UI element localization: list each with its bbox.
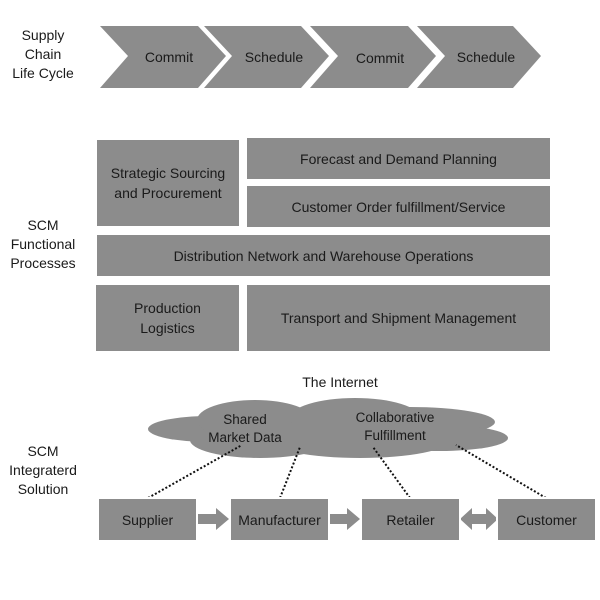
connector-retailer <box>372 446 411 499</box>
box-production: Production Logistics <box>94 283 241 353</box>
arrow-supplier-manufacturer <box>198 508 229 530</box>
box-customer-order: Customer Order fulfillment/Service <box>245 184 552 229</box>
internet-cloud <box>148 398 508 458</box>
chevron-commit-1 <box>100 26 226 88</box>
connector-manufacturer <box>279 446 301 499</box>
chevron-label-schedule-2: Schedule <box>456 49 516 65</box>
node-customer: Customer <box>496 497 597 542</box>
integrated-label: SCM Integraterd Solution <box>9 443 77 497</box>
chevron-label-commit-2: Commit <box>355 50 405 66</box>
node-supplier: Supplier <box>97 497 198 542</box>
box-forecast: Forecast and Demand Planning <box>245 136 552 181</box>
chevron-label-commit-1: Commit <box>144 49 194 65</box>
chevron-commit-2 <box>310 26 436 88</box>
node-manufacturer: Manufacturer <box>229 497 330 542</box>
lifecycle-label: Supply Chain Life Cycle <box>12 27 74 81</box>
dotted-connectors <box>147 444 547 499</box>
box-transport: Transport and Shipment Management <box>245 283 552 353</box>
arrow-manufacturer-retailer <box>329 508 360 530</box>
chevron-schedule-1 <box>204 26 329 88</box>
box-distribution: Distribution Network and Warehouse Opera… <box>95 233 552 278</box>
cloud-collaborative-fulfillment: Collaborative Fulfillment <box>355 410 435 443</box>
node-retailer: Retailer <box>360 497 461 542</box>
box-strategic-sourcing: Strategic Sourcing and Procurement <box>95 138 241 228</box>
internet-label: The Internet <box>302 374 378 390</box>
connector-supplier <box>147 444 243 499</box>
connector-customer <box>455 444 547 499</box>
chevron-schedule-2 <box>417 26 541 88</box>
arrow-retailer-customer <box>460 508 498 530</box>
chevron-label-schedule-1: Schedule <box>244 49 304 65</box>
cloud-shared-market-data: Shared Market Data <box>208 412 282 445</box>
functional-label: SCM Functional Processes <box>10 217 76 271</box>
